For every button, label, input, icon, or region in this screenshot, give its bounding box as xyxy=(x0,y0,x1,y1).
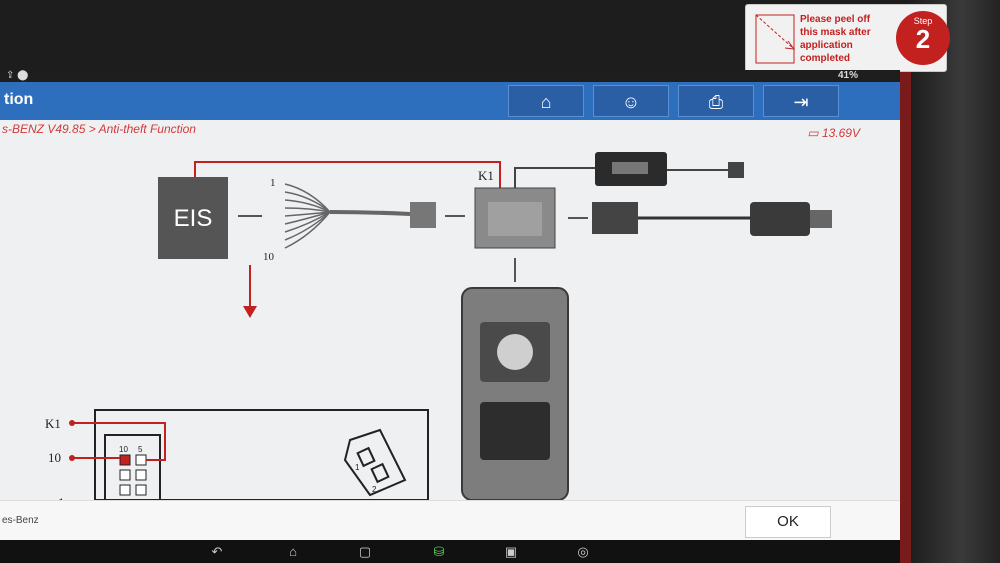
status-left-icons: ⇪ ⬤ xyxy=(6,70,29,81)
exit-button[interactable]: ⇥ xyxy=(763,85,839,117)
cable-harness xyxy=(284,183,411,249)
sticker-text: Please peel off this mask after applicat… xyxy=(800,14,871,64)
sticker-diagram-icon xyxy=(755,14,796,64)
db-connector xyxy=(410,202,436,228)
pin-label-k1: K1 xyxy=(45,416,61,431)
conn-label-10: 10 xyxy=(119,445,128,454)
pin10-dot xyxy=(69,455,75,461)
wiring-diagram: EIS 1 10 K1 xyxy=(45,152,832,500)
device-bezel-right xyxy=(905,0,1000,563)
eis-box xyxy=(158,177,228,259)
k1-wire xyxy=(72,422,166,461)
page-title: tion xyxy=(4,91,34,108)
k1-label: K1 xyxy=(478,168,494,183)
programmer-device xyxy=(461,287,569,500)
step-number: 2 xyxy=(915,24,931,54)
power-adapter-label xyxy=(612,162,648,174)
home-nav-icon[interactable]: ⌂ xyxy=(289,544,297,559)
programmer-socket xyxy=(497,334,533,370)
programmer-bottom-panel xyxy=(480,402,550,460)
pin-label-1: 1 xyxy=(58,495,65,500)
tablet-screen: ⇪ ⬤ 41% tion ⌂ ☺ ⎙ ⇥ s-BENZ V49.85 > Ant… xyxy=(0,70,900,540)
voltage-value: 13.69V xyxy=(821,126,860,140)
footer-bar: es-Benz OK xyxy=(0,500,900,540)
print-icon: ⎙ xyxy=(708,92,724,112)
side-connector-sketch xyxy=(343,428,407,497)
power-plug xyxy=(728,162,744,178)
ok-button[interactable]: OK xyxy=(745,506,831,538)
peel-off-sticker: Please peel off this mask after applicat… xyxy=(745,4,950,72)
connector-pin-grid xyxy=(119,454,147,496)
eis-label: EIS xyxy=(174,205,213,232)
vci-icon[interactable]: ⛁ xyxy=(433,544,445,559)
obd-connector xyxy=(592,202,638,234)
battery-voltage: ▭ 13.69V xyxy=(807,126,860,140)
cable-pin-top: 1 xyxy=(270,177,276,189)
pin-label-10: 10 xyxy=(48,450,61,465)
power-cable xyxy=(514,167,595,188)
breadcrumb: s-BENZ V49.85 > Anti-theft Function xyxy=(2,122,196,136)
battery-icon: ▭ xyxy=(807,126,822,140)
support-icon: ☺ xyxy=(621,92,641,112)
exit-icon: ⇥ xyxy=(793,92,809,112)
app-header: tion ⌂ ☺ ⎙ ⇥ xyxy=(0,82,900,120)
cable-pin-bottom: 10 xyxy=(263,251,275,263)
side-label-1: 1 xyxy=(355,463,360,472)
status-bar: ⇪ ⬤ 41% xyxy=(0,70,900,82)
conn-label-5: 5 xyxy=(138,445,143,454)
back-icon[interactable]: ↶ xyxy=(211,544,223,559)
home-icon: ⌂ xyxy=(540,92,552,112)
home-button[interactable]: ⌂ xyxy=(508,85,584,117)
step-label: Step xyxy=(913,16,933,26)
connector-body xyxy=(104,434,161,500)
support-button[interactable]: ☺ xyxy=(593,85,669,117)
k1-dot xyxy=(69,420,75,426)
print-button[interactable]: ⎙ xyxy=(678,85,754,117)
obd-plug xyxy=(750,202,810,236)
red-arrow-head xyxy=(243,306,257,318)
red-wire-top xyxy=(194,161,501,202)
footer-vehicle-text: es-Benz xyxy=(2,515,39,526)
k1-adapter-pins xyxy=(488,202,542,236)
recents-icon[interactable]: ▢ xyxy=(358,544,372,559)
connector-frame xyxy=(94,409,429,500)
battery-level: 41% xyxy=(837,70,858,81)
screenshot-icon[interactable]: ▣ xyxy=(504,544,518,559)
obd-plug-tip xyxy=(810,210,832,228)
browser-icon[interactable]: ◎ xyxy=(577,544,589,559)
system-nav-bar: ↶ ⌂ ▢ ⛁ ▣ ◎ xyxy=(0,540,900,563)
side-label-2: 2 xyxy=(372,485,377,494)
step-badge: Step 2 xyxy=(896,11,950,65)
